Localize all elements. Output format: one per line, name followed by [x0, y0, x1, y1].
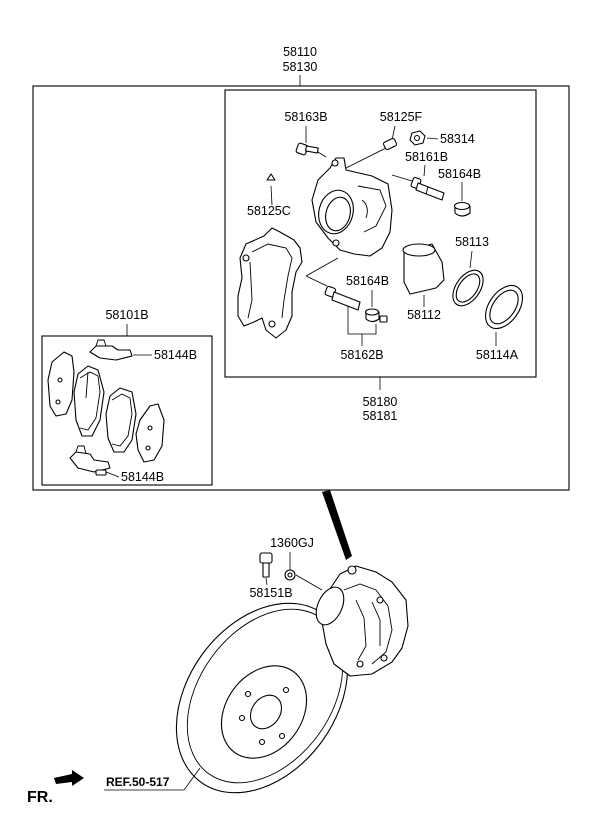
- ref-leader: [183, 767, 201, 791]
- leader-58113: [469, 250, 473, 269]
- guide-cap-58164B-lower: [364, 308, 380, 323]
- caliper-mount-washer: [284, 569, 296, 581]
- label-front: FR.: [27, 789, 53, 806]
- leader-58144B-lower: [105, 471, 120, 478]
- assembled-caliper: [315, 565, 409, 677]
- caliper-body: [311, 157, 393, 257]
- pad-kit-frame: [41, 335, 213, 486]
- label-58314: 58314: [440, 132, 475, 146]
- caliper-mount-bolt: [259, 552, 273, 578]
- leader-58125F: [391, 125, 396, 141]
- assembly-part-number-58110: 58110: [283, 45, 317, 59]
- caliper-assembly-frame: [32, 85, 570, 491]
- guide-pin-58161B: [410, 176, 445, 201]
- label-58113: 58113: [455, 235, 489, 249]
- label-58114A: 58114A: [476, 348, 519, 362]
- label-58162B: 58162B: [340, 348, 383, 362]
- label-58164B-lower: 58164B: [346, 274, 389, 288]
- label-ref-disc: REF.50-517: [106, 775, 170, 789]
- dust-seal-58114A: [484, 284, 524, 330]
- assembly-part-number-58130: 58130: [283, 60, 318, 74]
- label-58144B-upper: 58144B: [154, 348, 197, 362]
- label-58161B: 58161B: [405, 150, 448, 164]
- label-58144B-lower: 58144B: [121, 470, 164, 484]
- brake-pad-outer-left: [47, 351, 75, 417]
- dust-boot-58125C: [266, 173, 276, 181]
- pad-clip-lower: [69, 445, 111, 476]
- guide-cap-58164B-upper: [453, 201, 471, 217]
- leader-58161B-to-body: [391, 174, 413, 182]
- label-58163B: 58163B: [284, 110, 327, 124]
- label-58164B-upper: 58164B: [438, 167, 481, 181]
- label-1360GJ: 1360GJ: [270, 536, 314, 550]
- label-58125F: 58125F: [380, 110, 423, 124]
- leader-58314: [426, 137, 439, 140]
- label-58181: 58181: [363, 409, 398, 423]
- piston-58112: [402, 243, 445, 295]
- brake-pad-inner-right: [105, 387, 137, 453]
- brake-pad-inner-left: [73, 365, 105, 437]
- brake-pad-outer-right: [135, 403, 165, 463]
- leader-lower-pin-2: [305, 257, 339, 277]
- leader-58151B: [265, 577, 268, 586]
- leader-58161B: [423, 164, 426, 177]
- leader-lower-pin: [305, 275, 328, 287]
- label-58151B: 58151B: [249, 586, 292, 600]
- dust-boot-58125F: [382, 137, 398, 151]
- label-58112: 58112: [407, 308, 441, 322]
- label-58180: 58180: [363, 395, 398, 409]
- guide-pin-lower: [324, 285, 361, 311]
- guide-bolt-58163B: [295, 142, 319, 156]
- label-58125C: 58125C: [247, 204, 291, 218]
- front-direction-arrow-icon: [54, 770, 84, 786]
- pad-clip-upper: [89, 339, 133, 361]
- caliper-bracket: [237, 227, 303, 339]
- leader-58125F-to-body: [345, 147, 387, 169]
- bleeder-nut-58314: [409, 130, 426, 146]
- leader-washer-to-caliper: [295, 574, 323, 591]
- caliper-body-frame: [224, 89, 537, 378]
- brake-disc-rotor: [175, 602, 349, 794]
- label-58101B: 58101B: [105, 308, 148, 322]
- leader-58125C: [270, 185, 273, 206]
- boot-small-lower: [379, 315, 388, 323]
- assembly-pointer-wedge: [322, 490, 352, 560]
- leader-58163B-to-body: [317, 151, 327, 158]
- piston-seal-58113: [452, 269, 484, 307]
